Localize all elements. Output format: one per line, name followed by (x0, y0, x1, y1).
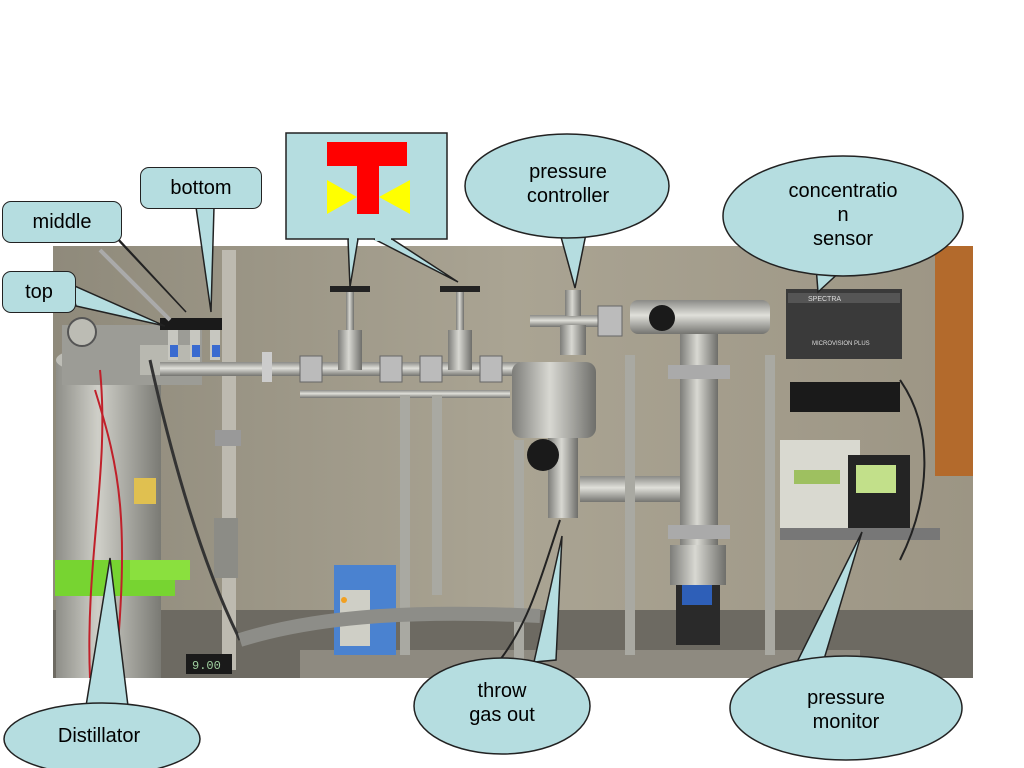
label-distillator: Distillator (57, 725, 141, 747)
small-readout: 9.00 (186, 654, 232, 674)
ellipse-pressure-controller (464, 133, 670, 239)
pump-column (630, 300, 770, 645)
valve-symbol-handle (327, 142, 407, 166)
label-bottom: bottom (140, 167, 262, 209)
ellipse-throw-gas-out (413, 657, 591, 755)
callout-ellipses (3, 133, 964, 768)
ellipse-concentration-sensor (722, 155, 964, 277)
callout-pointers (68, 206, 863, 707)
small-readout-text: 9.00 (192, 659, 221, 673)
valve-symbol-right-cone (379, 180, 410, 214)
sensor-brand-text: SPECTRA (808, 296, 841, 303)
needle-valve-left (330, 286, 370, 370)
concentration-sensor-unit: SPECTRA MICROVISION PLUS (786, 289, 902, 412)
sensor-model-text: MICROVISION PLUS (812, 341, 870, 347)
label-pressure-controller: pressure controller (526, 161, 610, 207)
wall-conduit (214, 250, 241, 670)
valve-symbol-box (285, 132, 459, 288)
ellipse-distillator (3, 702, 201, 768)
support-frame (400, 355, 775, 660)
cables (88, 248, 926, 679)
label-concentration-sensor: concentratio n sensor (788, 180, 898, 250)
valve-trio (160, 318, 224, 360)
needle-valve-right (440, 286, 480, 370)
vacuum-chamber (512, 362, 680, 518)
pointer-throw-gas-out (533, 535, 563, 663)
label-middle: middle (2, 201, 122, 243)
pressure-controller-valve (530, 290, 623, 355)
valve-symbol-stem (357, 166, 379, 214)
label-throw-gas-out: throw gas out (469, 680, 535, 726)
pressure-monitor-unit (780, 440, 940, 540)
ellipse-pressure-monitor (729, 655, 963, 761)
label-top: top (2, 271, 76, 313)
label-pressure-monitor: pressure monitor (807, 687, 885, 733)
valve-symbol-left-cone (327, 180, 357, 214)
